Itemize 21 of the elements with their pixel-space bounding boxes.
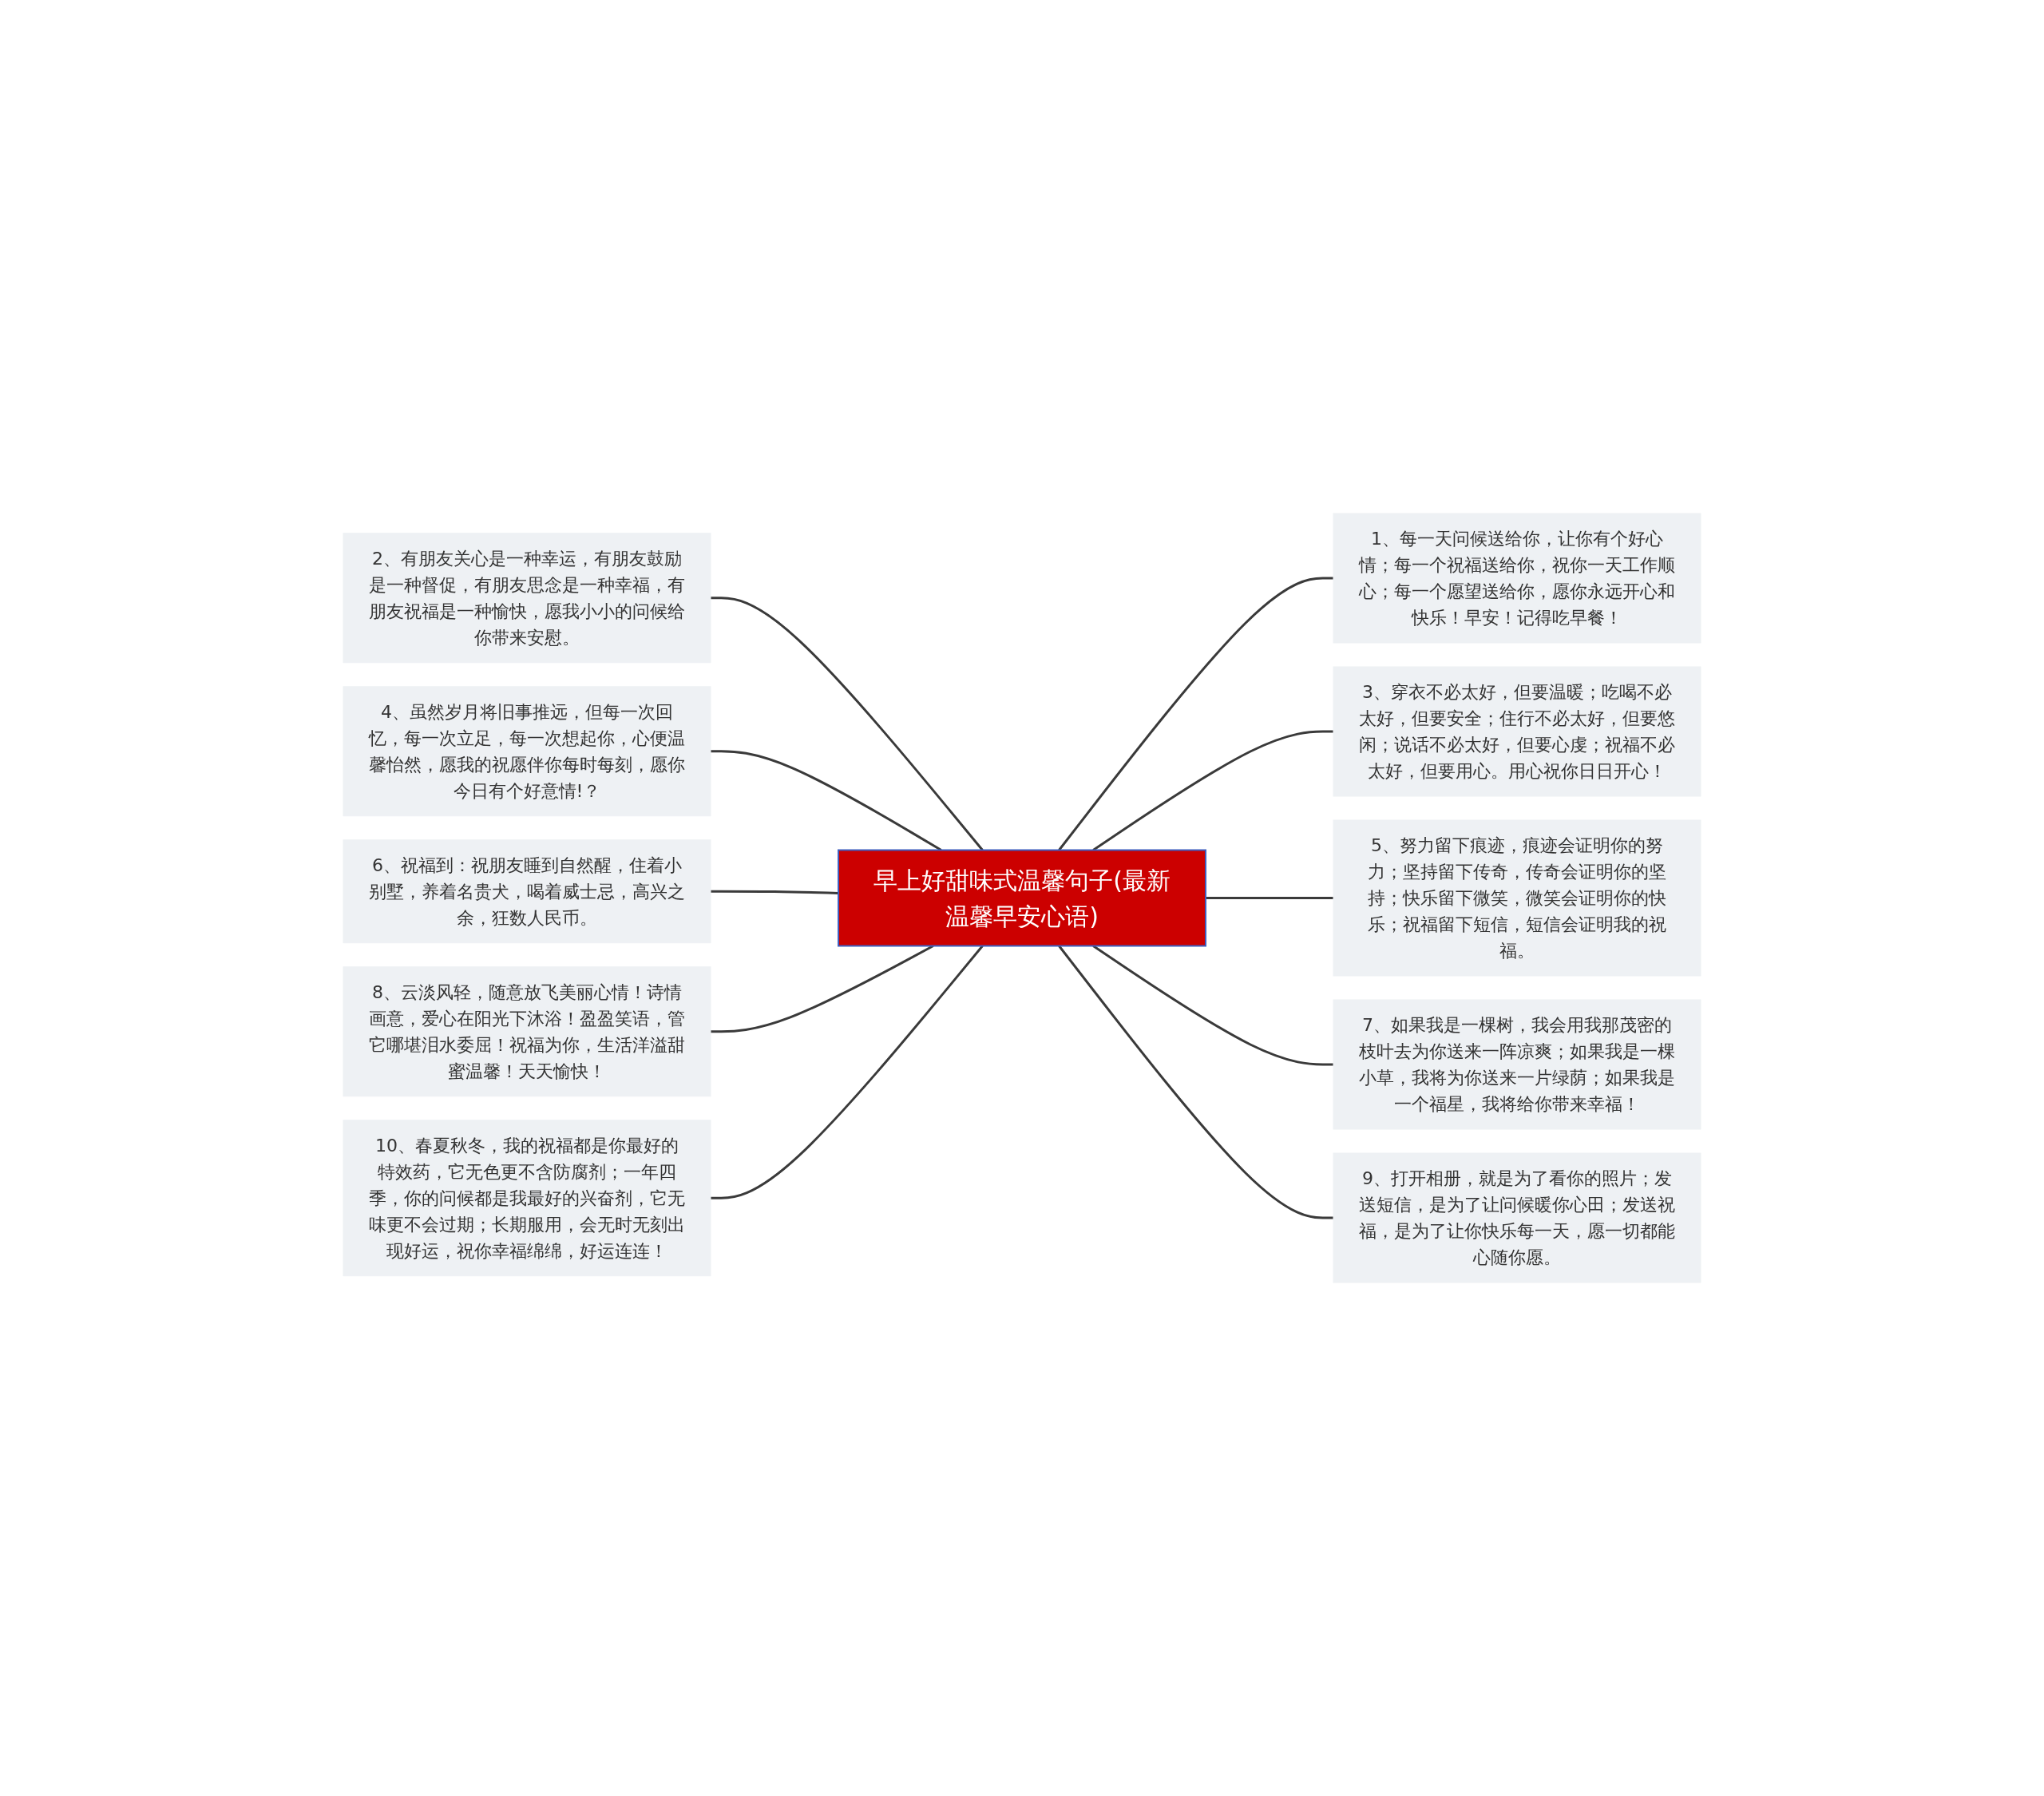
connector [711,597,984,851]
connector [1092,945,1333,1066]
node-box: 5、努力留下痕迹，痕迹会证明你的努力；坚持留下传奇，传奇会证明你的坚持；快乐留下微笑，微笑会证明你的快乐；祝福留下短信，短信会证明我的祝福。 [1333,819,1701,977]
connector [1058,577,1333,851]
node-box: 3、穿衣不必太好，但要温暖；吃喝不必太好，但要安全；住行不必太好，但要悠闲；说话不必太好，但要心虔；祝福不必太好，但要用心。用心祝你日日开心！ [1333,666,1701,797]
connector [711,945,984,1199]
node-box: 1、每一天问候送给你，让你有个好心情；每一个祝福送给你，祝你一天工作顺心；每一个愿望送给你，愿你永远开心和快乐！早安！记得吃早餐！ [1333,513,1701,644]
node-box: 4、虽然岁月将旧事推远，但每一次回忆，每一次立足，每一次想起你，心便温馨怡然，愿我的祝愿伴你每时每刻，愿你今日有个好意情!？ [343,686,711,817]
node-box: 早上好甜味式温馨句子(最新温馨早安心语) [838,849,1206,947]
node-box: 10、春夏秋冬，我的祝福都是你最好的特效药，它无色更不含防腐剂；一年四季，你的问候都是我最好的兴奋剂，它无味更不会过期；长期服用，会无时无刻出现好运，祝你幸福绵绵，好运连连！ [343,1120,711,1277]
node-box: 8、云淡风轻，随意放飞美丽心情！诗情画意，爱心在阳光下沐浴！盈盈笑语，管它哪堪泪水委屈！祝福为你，生活洋溢甜蜜温馨！天天愉快！ [343,966,711,1097]
node-box: 9、打开相册，就是为了看你的照片；发送短信，是为了让问候暖你心田；发送祝福，是为了让你快乐每一天，愿一切都能心随你愿。 [1333,1152,1701,1283]
connector [1206,897,1333,899]
connector [711,890,839,894]
node-box: 7、如果我是一棵树，我会用我那茂密的枝叶去为你送来一阵凉爽；如果我是一棵小草，我将为你送来一片绿荫；如果我是一个福星，我将给你带来幸福！ [1333,999,1701,1130]
connector [1058,945,1333,1219]
connector [1092,730,1333,851]
node-box: 6、祝福到：祝朋友睡到自然醒，住着小别墅，养着名贵犬，喝着威士忌，高兴之余，狂数人民币。 [343,839,711,944]
connector [711,750,942,851]
connector [711,945,934,1033]
node-box: 2、有朋友关心是一种幸运，有朋友鼓励是一种督促，有朋友思念是一种幸福，有朋友祝福是一种愉快，愿我小小的问候给你带来安慰。 [343,533,711,664]
